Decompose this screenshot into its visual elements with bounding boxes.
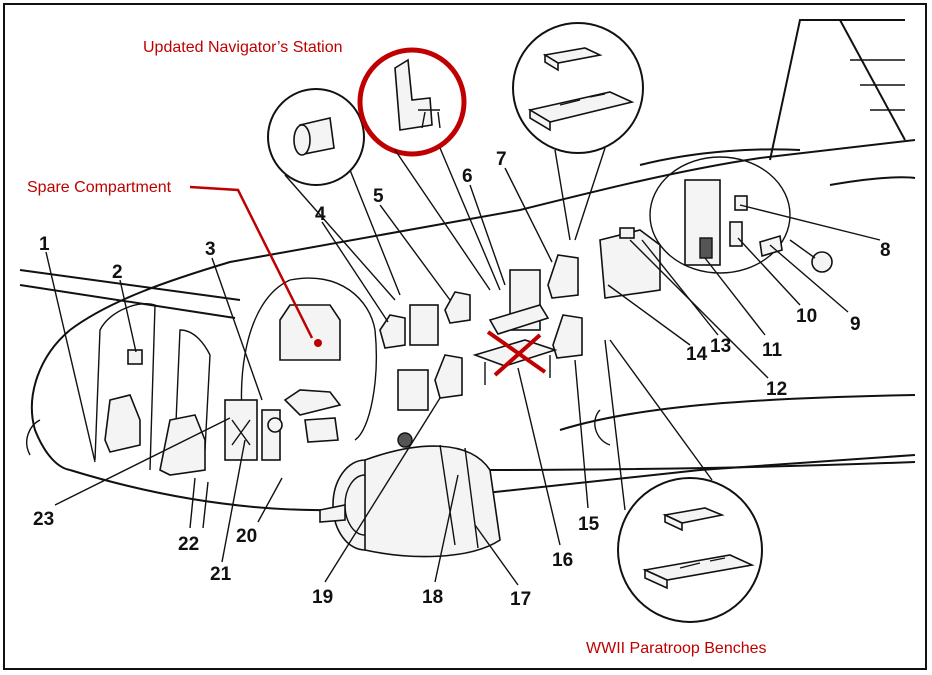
- inset-bench-top: [512, 22, 644, 241]
- callout-5: 5: [373, 186, 384, 207]
- callout-23: 23: [33, 509, 54, 530]
- leader-lines: [45, 167, 881, 586]
- engine-nacelle: [319, 432, 501, 558]
- spare-compartment-leader: [189, 185, 314, 339]
- callout-19: 19: [312, 587, 333, 608]
- callout-10: 10: [796, 306, 817, 327]
- callout-20: 20: [236, 526, 257, 547]
- rear-equipment: [599, 179, 783, 299]
- callout-1: 1: [39, 234, 50, 255]
- callout-16: 16: [552, 550, 573, 571]
- callout-21: 21: [210, 564, 232, 585]
- callout-8: 8: [880, 240, 891, 261]
- callout-13: 13: [710, 336, 731, 357]
- caption-paratroop-benches: WWII Paratroop Benches: [586, 640, 767, 657]
- callout-15: 15: [578, 514, 600, 535]
- pilot-seats: [104, 349, 206, 476]
- inset-cylinder: [267, 88, 401, 301]
- callout-6: 6: [462, 166, 473, 187]
- figure-frame: [3, 3, 927, 670]
- passenger-seats: [379, 254, 583, 411]
- callout-17: 17: [510, 589, 531, 610]
- radio-equipment: [224, 399, 283, 461]
- callout-2: 2: [112, 262, 123, 283]
- spare-compartment-box: [279, 304, 342, 443]
- callout-7: 7: [496, 149, 507, 170]
- caption-spare-compartment: Spare Compartment: [27, 179, 172, 196]
- callout-18: 18: [422, 587, 443, 608]
- fuselage-outline: [19, 19, 916, 511]
- navigator-table: [472, 304, 558, 385]
- callout-12: 12: [766, 379, 787, 400]
- callout-3: 3: [205, 239, 216, 260]
- callout-numbers: 1 2 3 4 5 6 7 8 9 10 11 12 13 14 15 16 1…: [33, 149, 891, 610]
- callout-14: 14: [686, 344, 708, 365]
- callout-22: 22: [178, 534, 199, 555]
- callout-11: 11: [762, 340, 783, 361]
- callout-4: 4: [315, 204, 326, 225]
- callout-9: 9: [850, 314, 861, 335]
- caption-navigator-station: Updated Navigator’s Station: [143, 39, 343, 56]
- inset-navigator-seat: [357, 47, 501, 291]
- inset-bench-bottom: [604, 339, 763, 623]
